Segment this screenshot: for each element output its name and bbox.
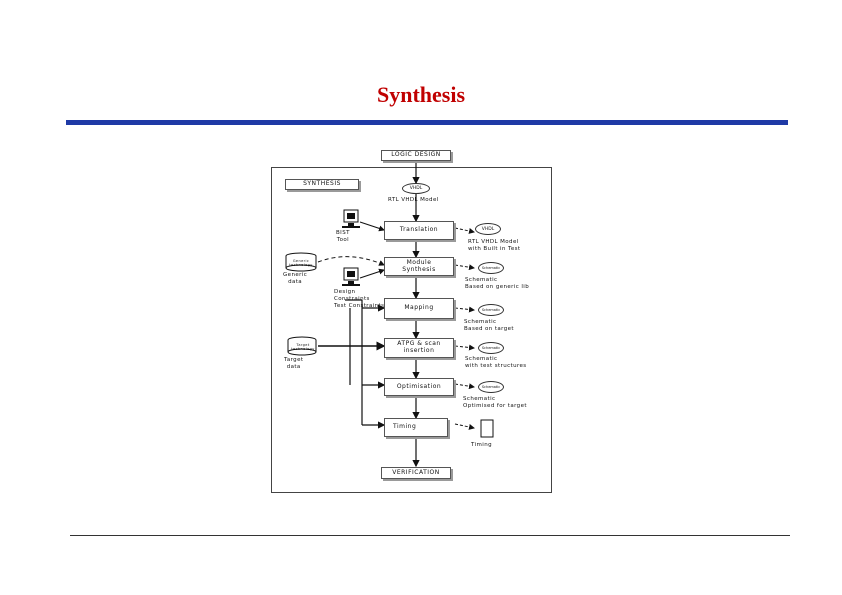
page-title: Synthesis: [376, 82, 466, 107]
optimisation-output-label: Schematic Optimised for target: [463, 396, 527, 409]
translation-output-oval: VHDL: [475, 223, 501, 235]
scan-insertion-box: ATPG & scan insertion: [384, 338, 454, 358]
workstation-icon: [342, 267, 360, 286]
title-rule: [66, 120, 788, 125]
database-icon: [285, 252, 317, 272]
scan-output-label: Schematic with test structures: [465, 356, 527, 369]
mapping-output-oval: Schematic: [478, 304, 504, 316]
synthesis-label-box: SYNTHESIS: [285, 179, 359, 190]
database-icon: [287, 336, 317, 356]
target-data-label: Target data: [284, 357, 304, 370]
target-technology-label: Target technology: [291, 343, 315, 352]
optimisation-box: Optimisation: [384, 378, 454, 396]
optimisation-output-oval: Schematic: [478, 381, 504, 393]
translation-output-label: RTL VHDL Model with Built in Test: [468, 239, 521, 252]
document-icon: [480, 419, 494, 438]
module-output-label: Schematic Based on generic lib: [465, 277, 530, 290]
timing-box: Timing: [384, 418, 448, 437]
bist-tool-label: BIST Tool: [336, 230, 350, 243]
mapping-box: Mapping: [384, 298, 454, 319]
rtl-vhdl-oval: VHDL: [402, 183, 430, 194]
verification-box: VERIFICATION: [381, 467, 451, 479]
scan-output-oval: Schematic: [478, 342, 504, 354]
workstation-icon: [342, 209, 360, 228]
generic-technology-label: Generic technology: [289, 259, 313, 268]
rtl-vhdl-label: RTL VHDL Model: [388, 197, 439, 203]
design-constraints-label: Design Constraints Test Constraints: [334, 289, 385, 309]
generic-data-label: Generic data: [283, 272, 308, 285]
module-synthesis-box: Module Synthesis: [384, 257, 454, 276]
logic-design-box: LOGIC DESIGN: [381, 150, 451, 161]
synthesis-frame: [271, 167, 552, 493]
footer-rule: [70, 535, 790, 536]
module-output-oval: Schematic: [478, 262, 504, 274]
translation-box: Translation: [384, 221, 454, 240]
mapping-output-label: Schematic Based on target: [464, 319, 514, 332]
timing-output-label: Timing: [471, 442, 492, 448]
